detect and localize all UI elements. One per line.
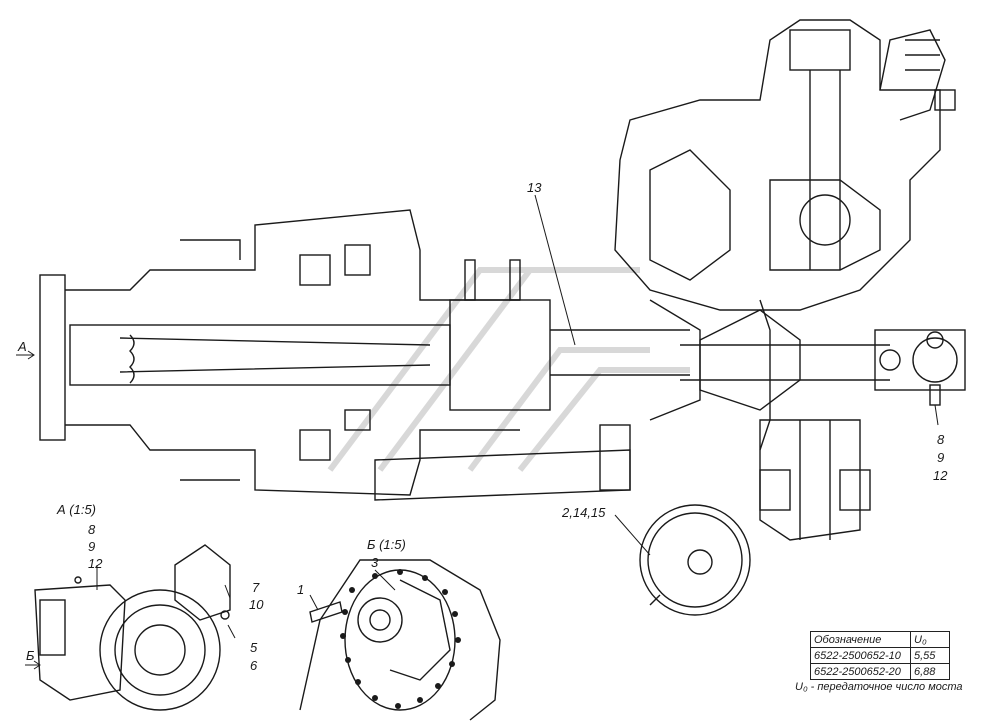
table-header-row: Обозначение U₀ <box>810 631 950 648</box>
view-b-detail <box>299 559 501 721</box>
gear-ratio-table: Обозначение U₀ 6522-2500652-10 5,55 6522… <box>810 631 950 680</box>
label-8-left: 8 <box>88 522 96 537</box>
label-view-a-arrow: А <box>18 339 27 354</box>
table-cell: 6522-2500652-10 <box>810 647 911 664</box>
ratio-note: U₀ - передаточное число моста <box>795 681 963 693</box>
table-row: 6522-2500652-10 5,55 <box>810 647 950 664</box>
table-row: 6522-2500652-20 6,88 <box>810 663 950 680</box>
intermediate-shaft <box>374 259 690 501</box>
label-1: 1 <box>297 582 305 597</box>
label-view-a-title: А (1:5) <box>57 502 97 517</box>
table-cell: 6522-2500652-20 <box>810 663 911 680</box>
label-8-right: 8 <box>937 432 945 447</box>
table-header-cell: Обозначение <box>810 631 911 648</box>
label-12-right: 12 <box>933 468 948 483</box>
table-header-cell: U₀ <box>910 631 950 648</box>
label-3: 3 <box>371 555 379 570</box>
label-view-b-arrow: Б <box>26 648 35 663</box>
label-5: 5 <box>250 640 258 655</box>
table-cell: 6,88 <box>910 663 950 680</box>
label-6: 6 <box>250 658 258 673</box>
input-shaft-housing <box>39 209 520 496</box>
label-view-b-title: Б (1:5) <box>367 537 406 552</box>
label-9-left: 9 <box>88 539 96 554</box>
main-gear-housing <box>614 19 956 541</box>
table-cell: 5,55 <box>910 647 950 664</box>
label-10: 10 <box>249 597 264 612</box>
output-flange <box>874 329 966 406</box>
label-7: 7 <box>252 580 260 595</box>
label-12-left: 12 <box>88 556 103 571</box>
brake-drum <box>639 504 751 616</box>
view-a-detail <box>34 544 231 711</box>
label-13: 13 <box>527 180 542 195</box>
label-9-right: 9 <box>937 450 945 465</box>
label-2-14-15: 2,14,15 <box>562 505 606 520</box>
